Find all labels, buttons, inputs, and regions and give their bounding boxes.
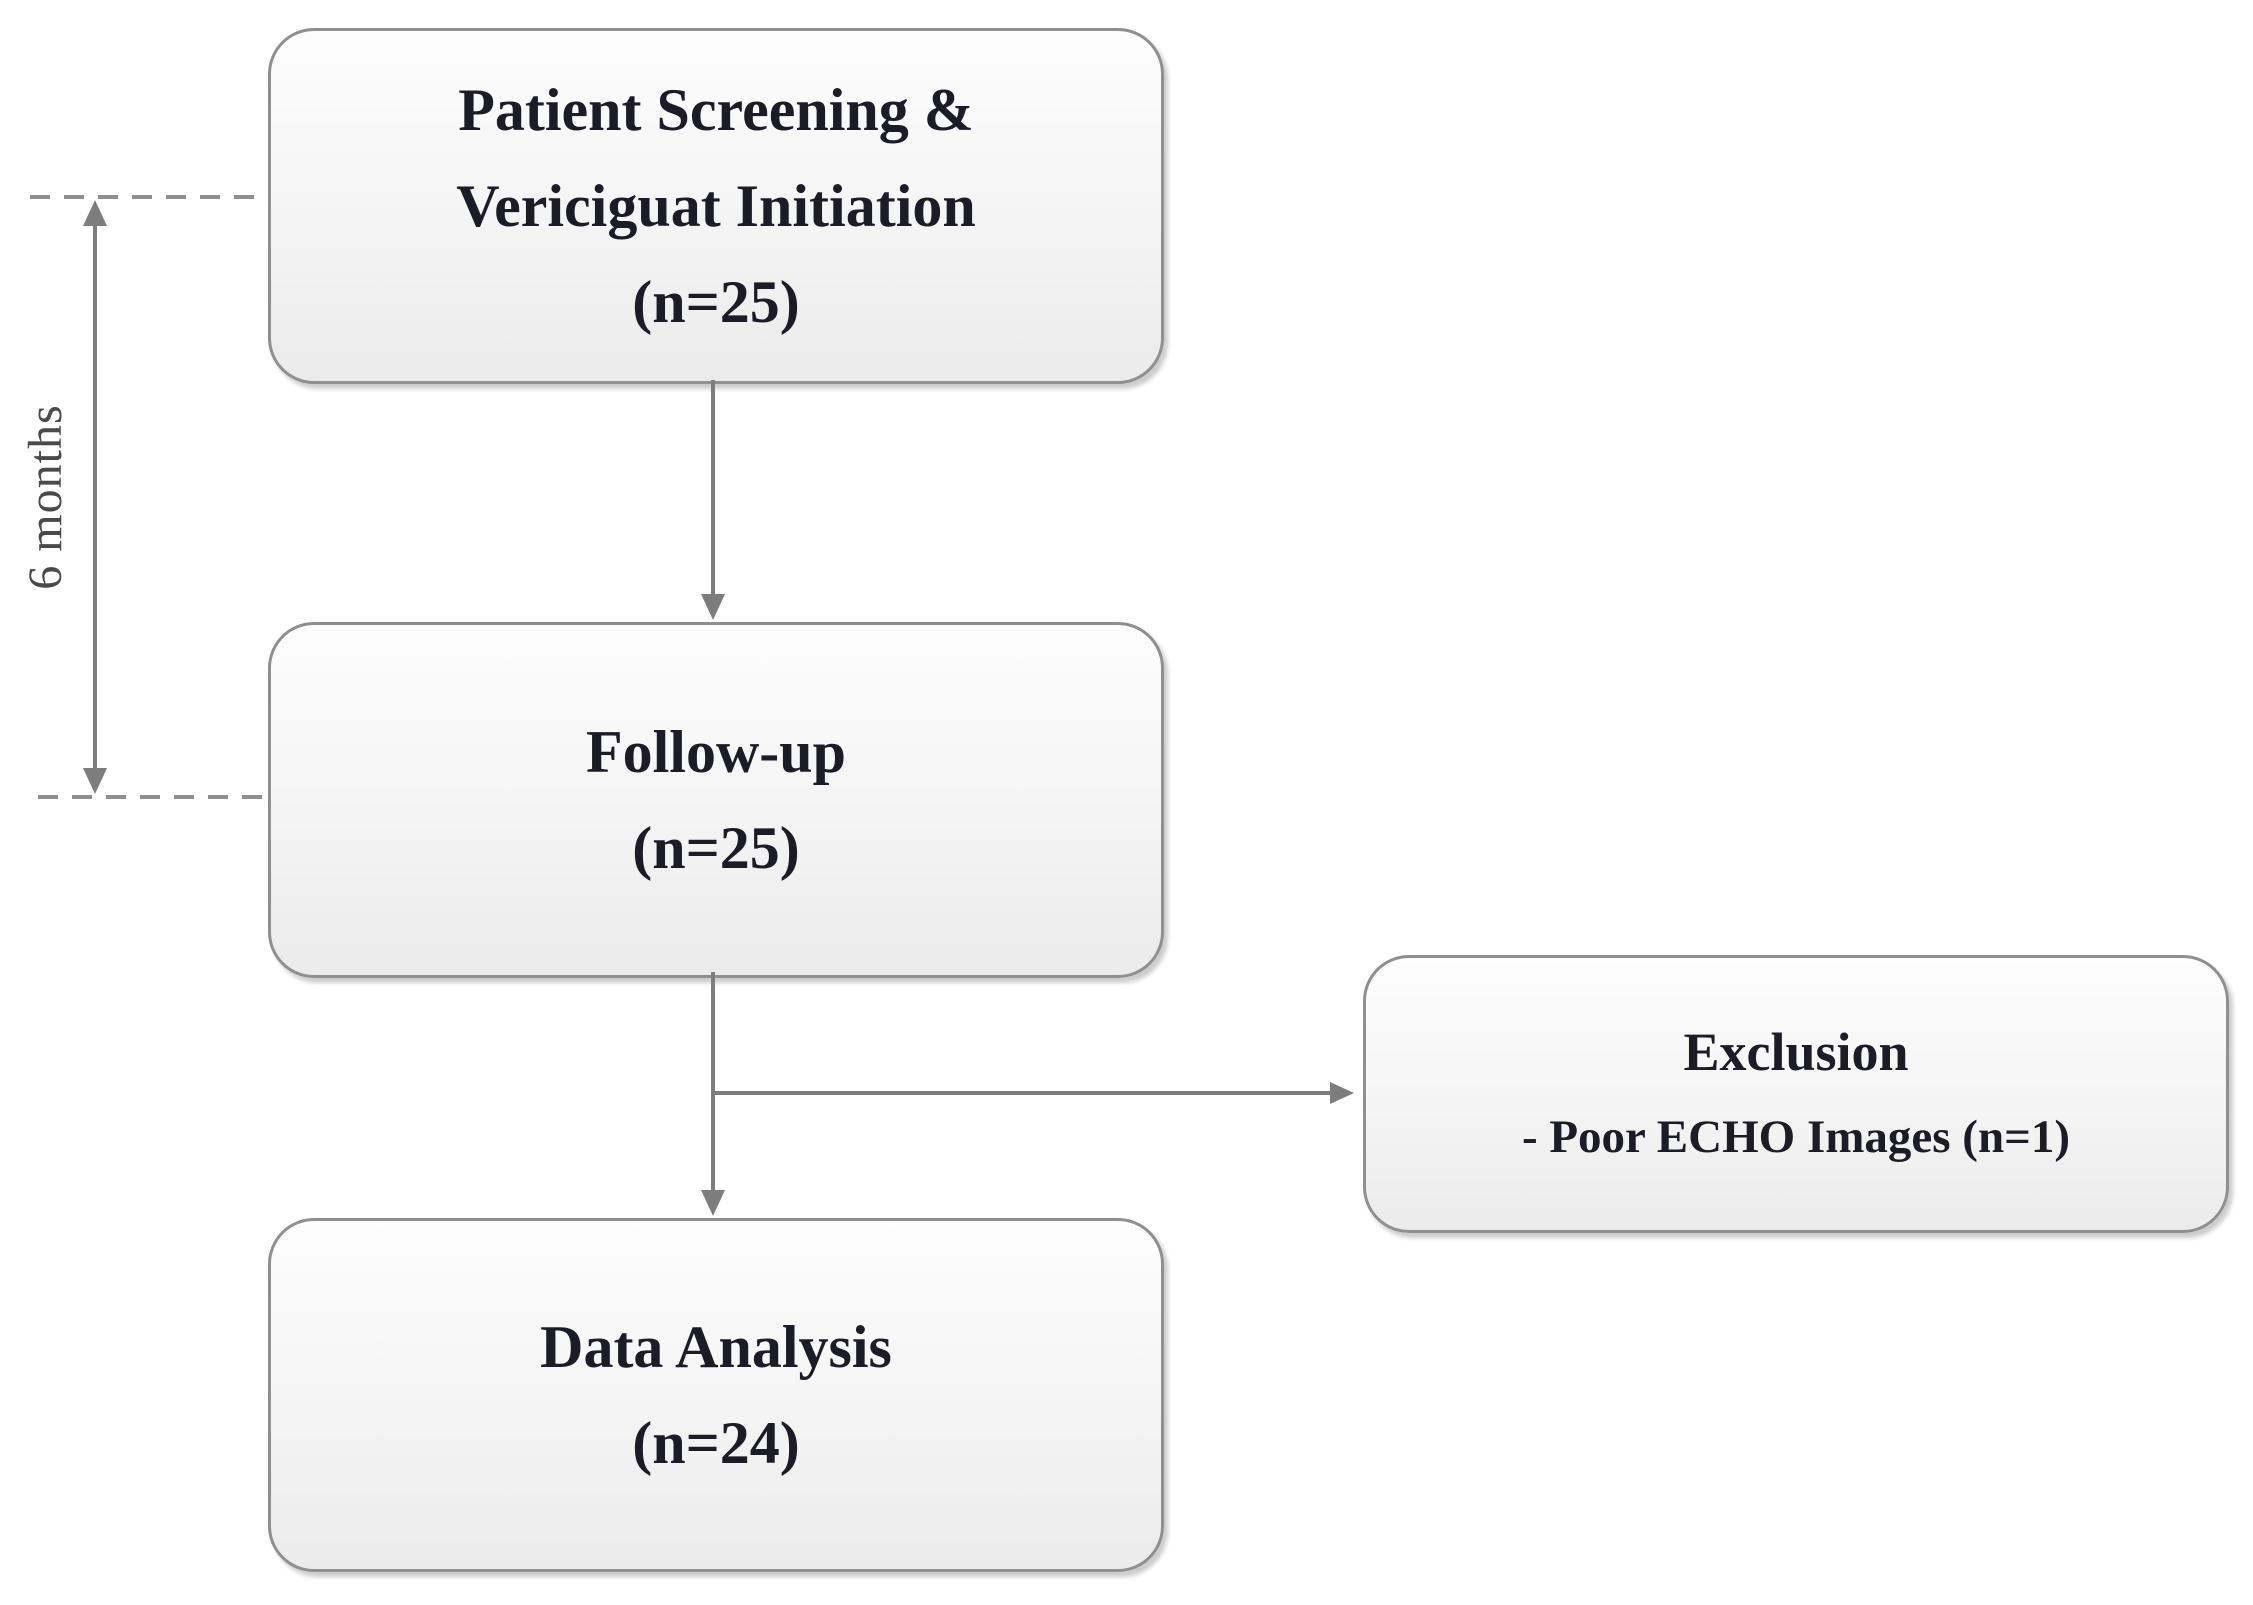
arrowhead-up-icon [83,200,107,226]
exclusion-node: Exclusion - Poor ECHO Images (n=1) [1363,955,2229,1233]
screening-node: Patient Screening & Vericiguat Initiatio… [268,28,1164,384]
interval-arrow-line [93,224,97,770]
screening-line-1: Patient Screening & [458,77,974,143]
analysis-node: Data Analysis (n=24) [268,1218,1164,1572]
followup-to-analysis-line [711,972,715,1192]
arrowhead-down-icon [701,1190,725,1216]
interval-label: 6 months [19,404,72,590]
analysis-label: Data Analysis [540,1314,892,1380]
followup-label: Follow-up [585,719,847,785]
exclusion-title: Exclusion [1683,1022,1909,1082]
arrowhead-down-icon [83,768,107,794]
screening-line-2: Vericiguat Initiation [456,173,976,239]
followup-count: (n=25) [632,815,800,881]
followup-node: Follow-up (n=25) [268,622,1164,978]
arrowhead-right-icon [1330,1082,1354,1104]
analysis-count: (n=24) [632,1410,800,1476]
dashed-line-bottom [38,795,268,799]
branch-to-exclusion-line [713,1091,1330,1095]
screening-count: (n=25) [632,269,800,335]
arrowhead-down-icon [701,594,725,620]
dashed-line-top [30,195,268,199]
exclusion-detail: - Poor ECHO Images (n=1) [1521,1111,2071,1163]
screening-to-followup-line [711,380,715,596]
